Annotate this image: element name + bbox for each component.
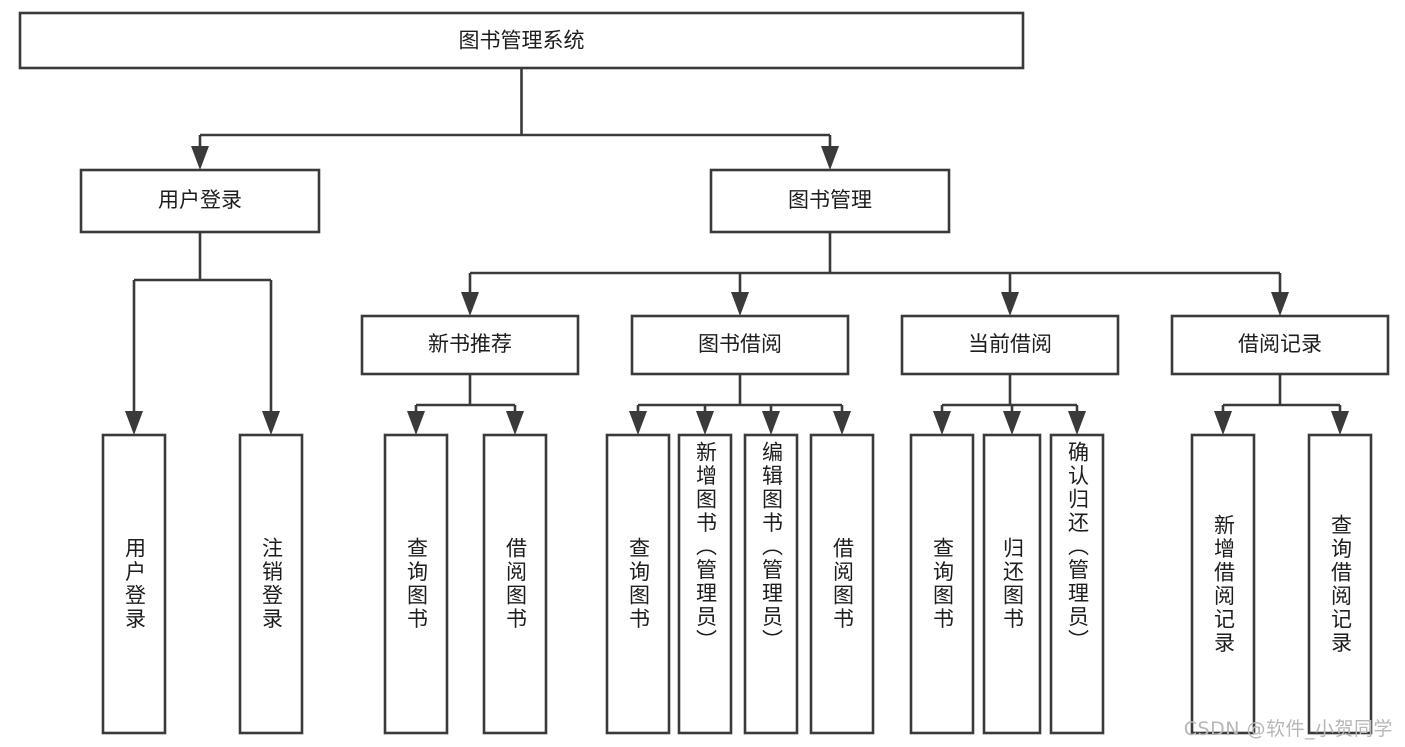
- arrow-head-leaf-borrow-book-2: [833, 411, 851, 435]
- arrow-head-leaf-borrow-book-1: [506, 411, 524, 435]
- node-book-borrow-box[interactable]: [630, 314, 850, 376]
- arrow-head-book-borrow: [731, 292, 749, 316]
- node-current-borrow-label: 当前借阅: [968, 332, 1052, 356]
- node-leaf-user-login-box[interactable]: [101, 433, 167, 735]
- arrow-head-leaf-user-login: [125, 411, 143, 435]
- connector-group-book-borrow: [629, 374, 851, 435]
- leaf-boxes: [101, 433, 1373, 735]
- node-user-login[interactable]: 用户登录: [79, 168, 321, 234]
- node-book-manage[interactable]: 图书管理: [709, 168, 951, 234]
- arrow-head-new-book-recommend: [461, 292, 479, 316]
- arrow-head-leaf-query-record: [1331, 411, 1349, 435]
- connector-group-current-borrow: [933, 374, 1086, 435]
- node-user-login-label: 用户登录: [158, 188, 242, 212]
- arrow-head-leaf-return-book: [1003, 411, 1021, 435]
- node-root-label: 图书管理系统: [459, 29, 585, 53]
- arrow-head-leaf-query-book-2: [629, 411, 647, 435]
- arrow-head-leaf-logout: [262, 411, 280, 435]
- node-root[interactable]: 图书管理系统: [18, 11, 1025, 70]
- arrow-head-user-login: [191, 146, 209, 170]
- node-leaf-borrow-book-2-box[interactable]: [809, 433, 875, 735]
- arrow-head-leaf-query-book-3: [933, 411, 951, 435]
- node-leaf-logout-box[interactable]: [238, 433, 304, 735]
- connector-group-book-manage: [461, 232, 1289, 316]
- watermark-text: CSDN @软件_小贺同学: [1183, 718, 1393, 740]
- arrow-head-borrow-record: [1271, 292, 1289, 316]
- arrow-head-leaf-add-record: [1214, 411, 1232, 435]
- node-current-borrow[interactable]: 当前借阅: [900, 314, 1120, 376]
- node-root-box[interactable]: [18, 11, 1025, 70]
- node-borrow-record-label: 借阅记录: [1238, 332, 1322, 356]
- arrow-head-current-borrow: [1001, 292, 1019, 316]
- node-leaf-query-book-1-box[interactable]: [383, 433, 449, 735]
- arrow-head-leaf-query-book-1: [407, 411, 425, 435]
- node-leaf-add-record-box[interactable]: [1190, 433, 1256, 735]
- node-book-manage-label: 图书管理: [788, 188, 872, 212]
- node-leaf-add-book-box[interactable]: [677, 433, 733, 735]
- connector-group-borrow-record: [1214, 374, 1349, 435]
- node-user-login-box[interactable]: [79, 168, 321, 234]
- arrow-head-leaf-confirm-return: [1068, 411, 1086, 435]
- node-new-book-recommend[interactable]: 新书推荐: [360, 314, 580, 376]
- node-leaf-edit-book-box[interactable]: [743, 433, 799, 735]
- node-leaf-query-book-2-box[interactable]: [605, 433, 671, 735]
- arrow-head-book-manage: [821, 146, 839, 170]
- connector-group-root: [191, 68, 839, 170]
- node-new-book-recommend-box[interactable]: [360, 314, 580, 376]
- node-book-borrow-label: 图书借阅: [698, 332, 782, 356]
- node-leaf-query-book-3-box[interactable]: [909, 433, 975, 735]
- node-book-manage-box[interactable]: [709, 168, 951, 234]
- node-leaf-query-record-box[interactable]: [1307, 433, 1373, 735]
- arrow-head-leaf-add-book: [696, 411, 714, 435]
- node-new-book-recommend-label: 新书推荐: [428, 332, 512, 356]
- arrow-head-leaf-edit-book: [762, 411, 780, 435]
- connector-group-user-login: [125, 232, 280, 435]
- node-borrow-record-box[interactable]: [1170, 314, 1390, 376]
- connector-group-new-book-recommend: [407, 374, 524, 435]
- node-borrow-record[interactable]: 借阅记录: [1170, 314, 1390, 376]
- node-leaf-return-book-box[interactable]: [982, 433, 1042, 735]
- node-leaf-borrow-book-1-box[interactable]: [482, 433, 548, 735]
- node-book-borrow[interactable]: 图书借阅: [630, 314, 850, 376]
- node-current-borrow-box[interactable]: [900, 314, 1120, 376]
- node-leaf-confirm-return-box[interactable]: [1049, 433, 1105, 735]
